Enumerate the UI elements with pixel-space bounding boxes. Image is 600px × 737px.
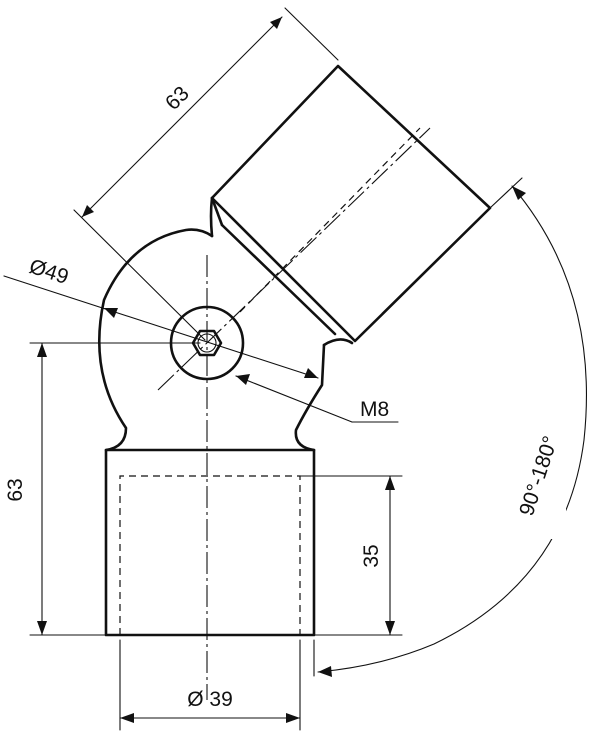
tube-diameter-label: Ø 39 xyxy=(187,688,233,711)
ball-joint xyxy=(98,228,354,452)
center-lines xyxy=(157,127,431,700)
ball-diameter-dimension: Ø49 xyxy=(3,255,319,379)
thread-label: M8 xyxy=(360,398,389,421)
base-height-dimension: 63 xyxy=(4,342,201,636)
thread-dimension: M8 xyxy=(235,374,399,423)
base-tube xyxy=(104,448,316,637)
ball-diameter-label: Ø49 xyxy=(26,255,71,289)
angle-range-dimension: 90°-180° xyxy=(313,177,587,677)
socket-depth-dimension: 35 xyxy=(299,475,403,636)
socket-depth-label: 35 xyxy=(360,544,383,567)
tube-diameter-dimension: Ø 39 xyxy=(119,639,301,731)
base-height-label: 63 xyxy=(4,478,27,501)
arm-length-dimension: 63 xyxy=(73,7,339,341)
angled-arm xyxy=(209,64,492,343)
